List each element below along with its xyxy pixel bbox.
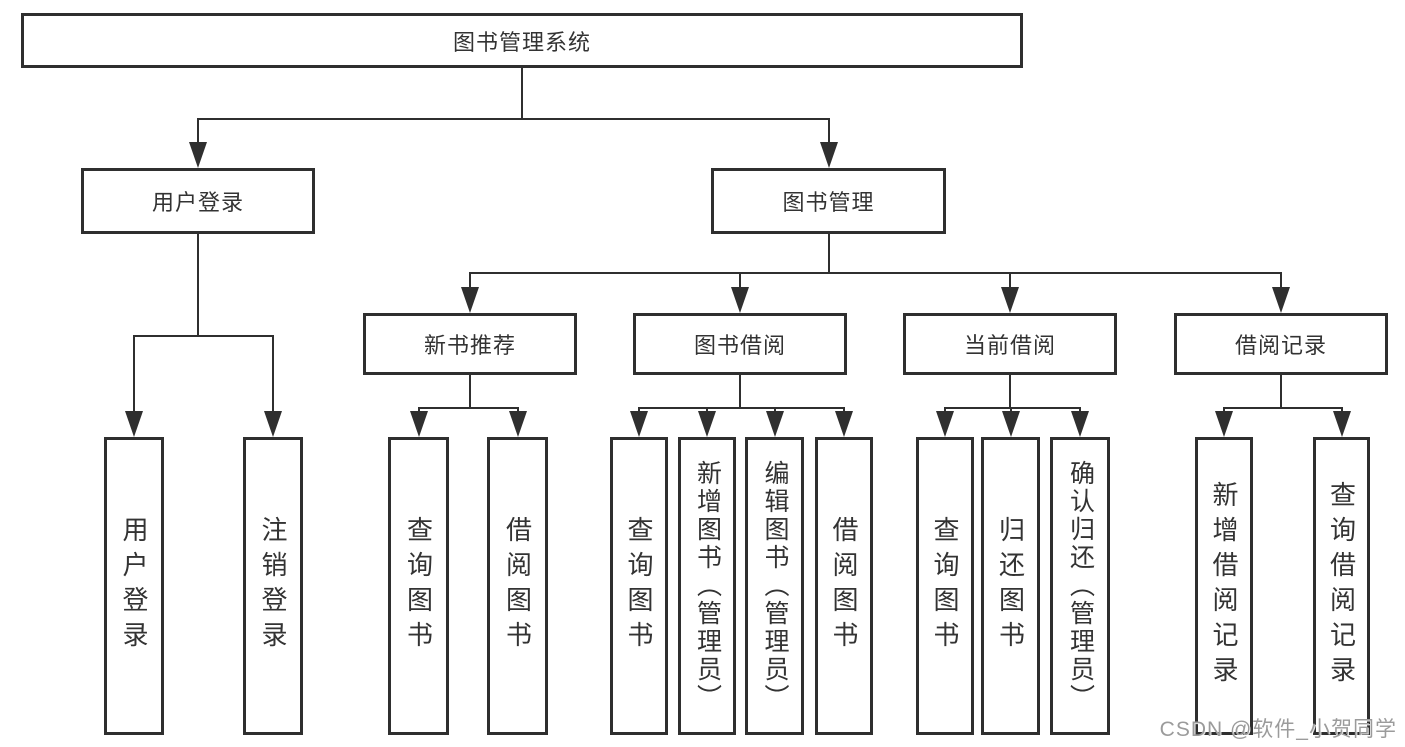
- node-leaf-logout: 注销登录: [243, 437, 303, 735]
- connector-line: [1280, 272, 1282, 293]
- arrow-down-icon: [1001, 411, 1020, 437]
- node-label: 借阅图书: [829, 516, 859, 656]
- node-book-borrow: 图书借阅: [633, 313, 847, 375]
- node-leaf-cb-confirm: 确认归还（管理员）: [1050, 437, 1110, 735]
- node-leaf-user-login: 用户登录: [104, 437, 164, 735]
- node-leaf-bb-add: 新增图书（管理员）: [678, 437, 736, 735]
- node-book-mgmt: 图书管理: [711, 168, 946, 234]
- arrow-down-icon: [508, 411, 527, 437]
- node-leaf-cb-query: 查询图书: [916, 437, 974, 735]
- node-label: 用户登录: [151, 190, 244, 215]
- node-leaf-rec-borrow: 借阅图书: [487, 437, 548, 735]
- connector-line: [827, 118, 830, 148]
- arrow-down-icon: [264, 411, 282, 437]
- connector-line: [133, 335, 274, 337]
- node-label: 借阅图书: [502, 516, 533, 656]
- node-user-login: 用户登录: [81, 168, 315, 234]
- connector-line: [1280, 375, 1282, 409]
- connector-line: [197, 234, 199, 337]
- node-leaf-br-add: 新增借阅记录: [1195, 437, 1253, 735]
- node-current-borrow: 当前借阅: [903, 313, 1117, 375]
- node-leaf-cb-return: 归还图书: [981, 437, 1040, 735]
- arrow-down-icon: [731, 287, 749, 313]
- arrow-down-icon: [125, 411, 143, 437]
- arrow-down-icon: [835, 411, 853, 437]
- arrow-down-icon: [1215, 411, 1233, 437]
- arrow-down-icon: [936, 411, 954, 437]
- node-label: 确认归还（管理员）: [1066, 460, 1095, 712]
- connector-line: [469, 272, 1282, 274]
- node-label: 借阅记录: [1234, 333, 1327, 358]
- node-label: 当前借阅: [963, 333, 1056, 358]
- connector-line: [739, 375, 741, 409]
- connector-line: [469, 375, 471, 409]
- arrow-down-icon: [461, 287, 479, 313]
- connector-line: [1223, 407, 1343, 409]
- arrow-down-icon: [409, 411, 428, 437]
- arrow-down-icon: [189, 142, 207, 168]
- connector-line: [272, 335, 274, 417]
- connector-line: [197, 118, 830, 120]
- node-label: 注销登录: [258, 516, 288, 656]
- node-borrow-records: 借阅记录: [1174, 313, 1388, 375]
- arrow-down-icon: [1071, 411, 1089, 437]
- node-label: 用户登录: [119, 516, 149, 656]
- node-label: 归还图书: [995, 516, 1026, 656]
- node-leaf-bb-borrow: 借阅图书: [815, 437, 873, 735]
- node-leaf-bb-edit: 编辑图书（管理员）: [745, 437, 804, 735]
- node-label: 新书推荐: [423, 333, 516, 358]
- node-label: 图书管理: [782, 190, 875, 215]
- connector-line: [133, 335, 135, 417]
- connector-line: [827, 234, 830, 274]
- node-label: 图书借阅: [693, 333, 786, 358]
- arrow-down-icon: [819, 142, 838, 168]
- arrow-down-icon: [698, 411, 716, 437]
- node-label: 新增借阅记录: [1209, 481, 1239, 691]
- connector-line: [197, 118, 199, 148]
- node-new-book-rec: 新书推荐: [363, 313, 577, 375]
- arrow-down-icon: [630, 411, 648, 437]
- connector-line: [1009, 272, 1011, 293]
- arrow-down-icon: [1332, 411, 1351, 437]
- connector-line: [469, 272, 471, 293]
- connector-line: [417, 407, 519, 409]
- node-leaf-br-query: 查询借阅记录: [1313, 437, 1370, 735]
- arrow-down-icon: [765, 411, 784, 437]
- node-label: 图书管理系统: [452, 29, 591, 55]
- node-label: 编辑图书（管理员）: [761, 460, 789, 712]
- node-label: 查询图书: [403, 516, 434, 656]
- connector-line: [739, 272, 741, 293]
- node-label: 查询图书: [624, 516, 654, 656]
- arrow-down-icon: [1272, 287, 1290, 313]
- connector-line: [638, 407, 845, 409]
- node-leaf-rec-query: 查询图书: [388, 437, 449, 735]
- connector-line: [1009, 375, 1011, 409]
- connector-line: [521, 68, 523, 120]
- node-system: 图书管理系统: [21, 13, 1023, 68]
- node-leaf-bb-query: 查询图书: [610, 437, 668, 735]
- csdn-watermark: CSDN @软件_小贺同学: [1159, 718, 1397, 741]
- arrow-down-icon: [1001, 287, 1019, 313]
- node-label: 新增图书（管理员）: [693, 460, 722, 712]
- connector-line: [944, 407, 1081, 409]
- node-label: 查询图书: [930, 516, 960, 656]
- node-label: 查询借阅记录: [1326, 481, 1357, 691]
